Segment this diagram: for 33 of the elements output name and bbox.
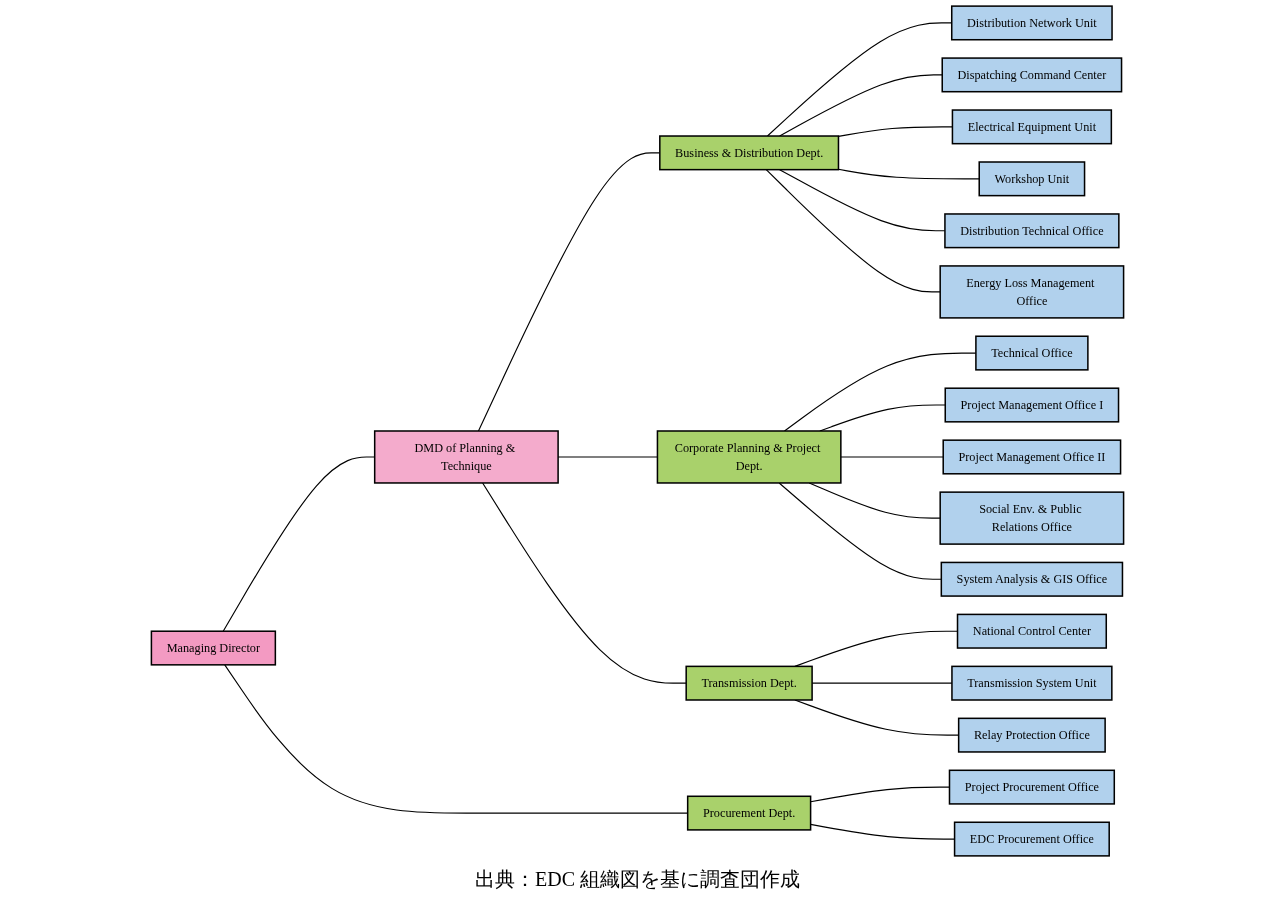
node-box: Project Procurement Office xyxy=(948,769,1116,805)
connector xyxy=(837,168,980,180)
connector xyxy=(808,482,941,519)
node-box: Workshop Unit xyxy=(978,161,1086,197)
node-box: System Analysis & GIS Office xyxy=(940,561,1124,597)
node-box: Project Management Office I xyxy=(944,387,1120,423)
node-box: Distribution Technical Office xyxy=(944,213,1120,249)
node-box: Corporate Planning & Project Dept. xyxy=(656,430,842,484)
node-box: Relay Protection Office xyxy=(957,717,1106,753)
connector xyxy=(778,482,942,580)
connector xyxy=(779,74,943,137)
connector xyxy=(766,22,953,137)
connector xyxy=(482,482,687,684)
node-box: EDC Procurement Office xyxy=(953,821,1110,857)
node-box: Managing Director xyxy=(150,630,277,666)
node-box: Transmission Dept. xyxy=(685,665,813,701)
node-box: Distribution Network Unit xyxy=(950,5,1113,41)
connector xyxy=(819,404,946,432)
node-box: Business & Distribution Dept. xyxy=(659,135,840,171)
connector xyxy=(765,169,941,293)
caption: 出典：EDC 組織図を基に調査団作成 xyxy=(475,867,800,892)
node-box: Dispatching Command Center xyxy=(941,57,1123,93)
node-box: National Control Center xyxy=(956,613,1108,649)
node-box: Electrical Equipment Unit xyxy=(951,109,1113,145)
node-box: Social Env. & Public Relations Office xyxy=(939,491,1125,545)
node-box: DMD of Planning & Technique xyxy=(373,430,559,484)
node-box: Technical Office xyxy=(975,335,1089,371)
node-box: Energy Loss Management Office xyxy=(939,265,1125,319)
connector xyxy=(840,456,944,458)
node-box: Project Management Office II xyxy=(942,439,1122,475)
node-box: Procurement Dept. xyxy=(686,795,812,831)
node-box: Transmission System Unit xyxy=(951,665,1113,701)
connector xyxy=(837,126,953,137)
